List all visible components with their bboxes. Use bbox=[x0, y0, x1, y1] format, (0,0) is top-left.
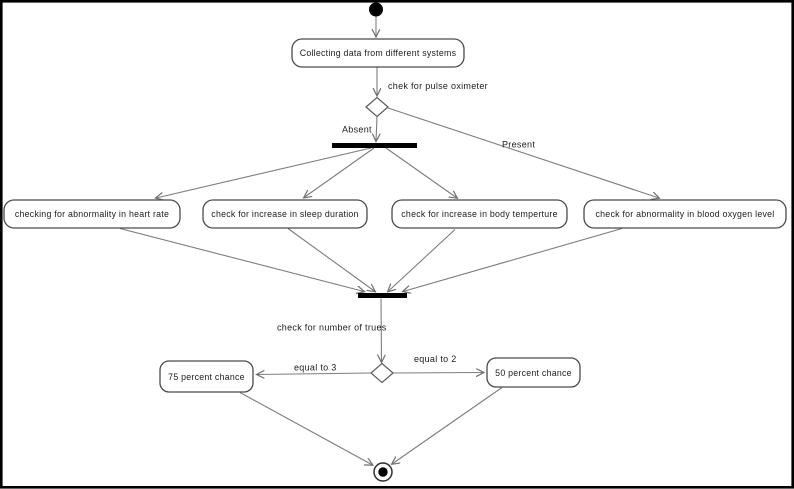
activity-collect-data-label: Collecting data from different systems bbox=[300, 48, 457, 58]
activity-heart-rate: checking for abnormality in heart rate bbox=[3, 199, 181, 229]
edge-label-equal-2: equal to 2 bbox=[414, 354, 457, 364]
activity-50-percent-chance-label: 50 percent chance bbox=[495, 368, 572, 378]
edge-body-temp-to-join bbox=[388, 229, 456, 292]
end-node-inner-dot bbox=[378, 467, 388, 477]
edge-decision2-equal2-to-50 bbox=[392, 373, 484, 374]
activity-heart-rate-label: checking for abnormality in heart rate bbox=[15, 209, 169, 219]
activity-75-percent-chance-label: 75 percent chance bbox=[168, 372, 245, 382]
edge-label-absent: Absent bbox=[342, 125, 372, 135]
activity-collect-data-box bbox=[291, 38, 465, 68]
edge-fork-to-heart-rate bbox=[156, 147, 372, 198]
activity-body-temperature-box bbox=[391, 199, 568, 229]
activity-body-temperature-label: check for increase in body temperture bbox=[401, 209, 557, 219]
activity-body-temperature: check for increase in body temperture bbox=[391, 199, 568, 229]
edge-decision2-equal3-to-75 bbox=[257, 373, 372, 375]
activity-sleep-duration-label: check for increase in sleep duration bbox=[211, 209, 358, 219]
edge-label-pulse-check: chek for pulse oximeter bbox=[388, 81, 488, 91]
activity-sleep-duration-box bbox=[202, 199, 368, 229]
edge-decision-absent-to-fork bbox=[376, 116, 377, 141]
start-node bbox=[369, 2, 383, 17]
edge-label-equal-3: equal to 3 bbox=[294, 363, 337, 373]
activity-collect-data: Collecting data from different systems bbox=[291, 38, 465, 68]
edge-heart-rate-to-join bbox=[119, 227, 364, 292]
activity-50-percent-chance-box bbox=[486, 357, 581, 388]
edge-fork-to-body-temp bbox=[385, 147, 457, 198]
edge-fork-to-sleep bbox=[304, 147, 375, 198]
activity-blood-oxygen-box bbox=[583, 199, 787, 229]
activity-75-percent-chance-box bbox=[159, 360, 254, 393]
end-node bbox=[373, 462, 393, 482]
edge-label-present: Present bbox=[502, 140, 535, 150]
fork-bar bbox=[332, 143, 417, 148]
edge-join-to-decision2 bbox=[381, 298, 382, 363]
activity-blood-oxygen: check for abnormality in blood oxygen le… bbox=[583, 199, 787, 229]
activity-sleep-duration: check for increase in sleep duration bbox=[202, 199, 368, 229]
decision-number-of-trues bbox=[370, 362, 394, 384]
edge-75-to-end bbox=[239, 392, 373, 466]
decision-pulse-oximeter bbox=[365, 96, 389, 118]
activity-75-percent-chance: 75 percent chance bbox=[159, 360, 254, 393]
activity-50-percent-chance: 50 percent chance bbox=[486, 357, 581, 388]
edge-sleep-to-join bbox=[287, 228, 375, 292]
activity-blood-oxygen-label: check for abnormality in blood oxygen le… bbox=[596, 209, 775, 219]
edge-blood-oxygen-to-join bbox=[403, 227, 623, 292]
edge-label-trues-check: check for number of trues bbox=[277, 323, 387, 333]
edges bbox=[119, 16, 659, 466]
join-bar bbox=[358, 293, 407, 298]
edge-decision-present-to-blood-oxygen bbox=[387, 107, 659, 198]
activity-heart-rate-box bbox=[3, 199, 181, 229]
edge-50-to-end bbox=[392, 387, 503, 465]
